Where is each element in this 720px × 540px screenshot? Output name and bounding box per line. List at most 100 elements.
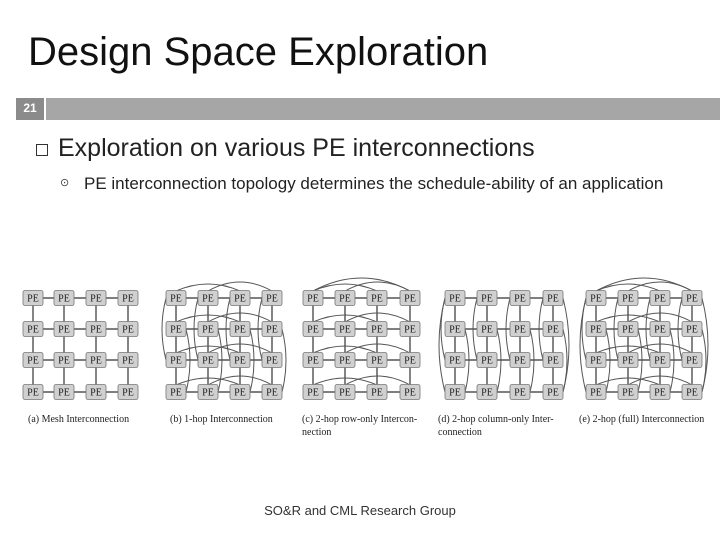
pe-node: PE (85, 321, 107, 337)
pe-node: PE (649, 290, 671, 306)
pe-label: PE (547, 325, 559, 336)
pe-node: PE (681, 321, 703, 337)
pe-label: PE (481, 294, 493, 305)
pe-label: PE (622, 294, 634, 305)
pe-label: PE (404, 356, 416, 367)
pe-label: PE (404, 388, 416, 399)
pe-label: PE (27, 325, 39, 336)
pe-label: PE (202, 294, 214, 305)
pe-node: PE (261, 321, 283, 337)
pe-node: PE (117, 321, 139, 337)
pe-node: PE (117, 352, 139, 368)
pe-label: PE (404, 325, 416, 336)
pe-label: PE (449, 388, 461, 399)
interconnect-arc (217, 328, 223, 393)
pe-label: PE (686, 294, 698, 305)
pe-node: PE (509, 290, 531, 306)
pe-node: PE (476, 321, 498, 337)
pe-node: PE (22, 384, 44, 400)
pe-label: PE (590, 356, 602, 367)
pe-node: PE (585, 384, 607, 400)
figure-caption: (a) Mesh Interconnection (28, 414, 129, 425)
pe-label: PE (122, 356, 134, 367)
pe-node: PE (649, 384, 671, 400)
pe-label: PE (58, 388, 70, 399)
pe-label: PE (266, 388, 278, 399)
pe-label: PE (234, 294, 246, 305)
pe-node: PE (617, 321, 639, 337)
interconnect-arc (207, 312, 273, 323)
pe-label: PE (307, 388, 319, 399)
pe-label: PE (170, 356, 182, 367)
interconnect-arc (613, 297, 619, 361)
interconnect-arc (225, 297, 231, 361)
pe-label: PE (371, 388, 383, 399)
pe-node: PE (22, 290, 44, 306)
pe-node: PE (366, 290, 388, 306)
square-bullet-icon (36, 144, 48, 156)
pe-node: PE (53, 321, 75, 337)
bullet-text-2: PE interconnection topology determines t… (84, 174, 664, 193)
interconnect-arc (637, 328, 643, 393)
pe-label: PE (170, 388, 182, 399)
interconnect-arc (257, 297, 263, 361)
pe-node: PE (649, 352, 671, 368)
pe-node: PE (53, 352, 75, 368)
pe-label: PE (590, 325, 602, 336)
pe-node: PE (85, 290, 107, 306)
interconnect-arc (627, 343, 693, 354)
pe-node: PE (366, 384, 388, 400)
pe-node: PE (334, 290, 356, 306)
footer-text: SO&R and CML Research Group (264, 503, 456, 518)
pe-node: PE (681, 352, 703, 368)
interconnect-arc (605, 328, 611, 393)
pe-node: PE (165, 352, 187, 368)
pe-label: PE (590, 388, 602, 399)
pe-label: PE (590, 294, 602, 305)
figure-caption: (c) 2-hop row-only Intercon- (302, 414, 417, 425)
interconnect-arc (175, 314, 241, 323)
pe-label: PE (27, 388, 39, 399)
pe-label: PE (234, 388, 246, 399)
pe-label: PE (90, 388, 102, 399)
pe-label: PE (654, 356, 666, 367)
pe-node: PE (22, 321, 44, 337)
pe-node: PE (117, 384, 139, 400)
pe-label: PE (27, 356, 39, 367)
interconnect-arc (595, 314, 661, 323)
slide-title: Design Space Exploration (28, 30, 489, 74)
interconnect-arc (249, 328, 255, 393)
pe-node: PE (542, 321, 564, 337)
pe-node: PE (302, 290, 324, 306)
interconnect-arc (344, 343, 411, 354)
interconnect-arc (464, 328, 470, 393)
pe-label: PE (122, 294, 134, 305)
pe-label: PE (170, 294, 182, 305)
interconnect-arc (312, 345, 378, 354)
pe-node: PE (585, 321, 607, 337)
interconnect-arc (344, 375, 411, 386)
interconnect-arc (312, 277, 411, 292)
pe-node: PE (617, 384, 639, 400)
pe-label: PE (202, 356, 214, 367)
pe-label: PE (654, 388, 666, 399)
interconnect-arc (595, 345, 661, 354)
pe-node: PE (509, 384, 531, 400)
pe-label: PE (58, 294, 70, 305)
interconnect-arc (207, 281, 273, 292)
pe-node: PE (229, 290, 251, 306)
pe-node: PE (399, 384, 421, 400)
pe-label: PE (449, 325, 461, 336)
pe-label: PE (307, 294, 319, 305)
pe-node: PE (53, 290, 75, 306)
pe-node: PE (53, 384, 75, 400)
pe-label: PE (404, 294, 416, 305)
interconnect-arc (175, 345, 241, 354)
figure-caption: (b) 1-hop Interconnection (170, 414, 273, 425)
pe-node: PE (585, 290, 607, 306)
pe-node: PE (476, 290, 498, 306)
